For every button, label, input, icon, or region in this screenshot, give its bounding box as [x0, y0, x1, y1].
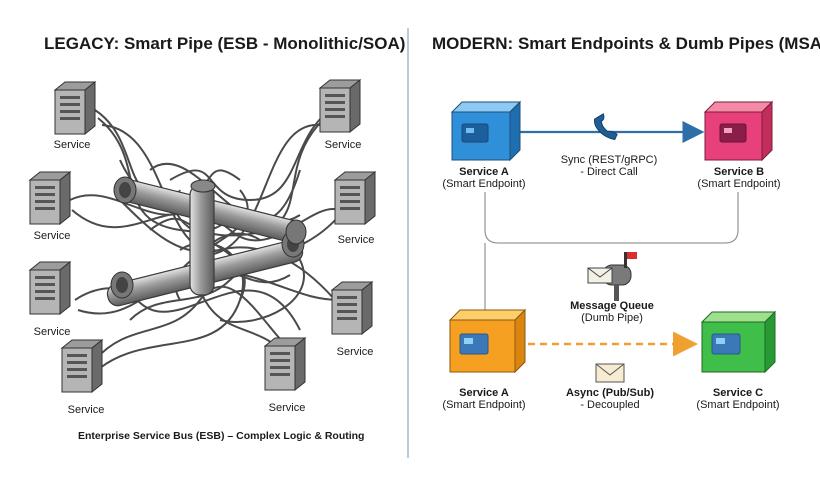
- legacy-service-label: Service: [53, 139, 91, 151]
- section-divider: [407, 28, 409, 458]
- queue-label-line2: (Dumb Pipe): [581, 312, 643, 324]
- legacy-service-label: Service: [268, 402, 306, 414]
- sync-label-line2: - Direct Call: [580, 166, 638, 178]
- server-icon: [61, 339, 103, 393]
- pipe-junction-icon: [106, 176, 307, 307]
- service-role: (Smart Endpoint): [442, 178, 526, 190]
- server-icon: [29, 171, 71, 225]
- server-icon: [334, 171, 376, 225]
- async-label-line2: - Decoupled: [580, 399, 640, 411]
- service-name: Service A: [459, 387, 509, 399]
- server-icon: [29, 261, 71, 315]
- service-name: Service A: [459, 166, 509, 178]
- mailbox-icon: [587, 252, 637, 301]
- async-label-line1: Async (Pub/Sub): [565, 387, 655, 399]
- legacy-service-label: Service: [337, 234, 375, 246]
- server-icon: [264, 337, 306, 391]
- service-name: Service B: [713, 166, 765, 178]
- server-icon: [319, 79, 361, 133]
- service-a-sync-label: Service A (Smart Endpoint): [442, 166, 525, 190]
- server-icon: [331, 281, 373, 335]
- sync-label: Sync (REST/gRPC) - Direct Call: [561, 154, 658, 178]
- service-b-box: [703, 100, 774, 162]
- service-role: (Smart Endpoint): [697, 178, 781, 190]
- service-role: (Smart Endpoint): [696, 399, 780, 411]
- async-label: Async (Pub/Sub) - Decoupled: [566, 387, 654, 411]
- queue-label: Message Queue (Dumb Pipe): [570, 300, 654, 324]
- legacy-footer-caption: Enterprise Service Bus (ESB) – Complex L…: [78, 430, 365, 442]
- legacy-service-label: Service: [336, 346, 374, 358]
- envelope-icon: [595, 363, 625, 383]
- service-role: (Smart Endpoint): [442, 399, 526, 411]
- legacy-title: LEGACY: Smart Pipe (ESB - Monolithic/SOA…: [44, 34, 406, 53]
- service-c-label: Service C (Smart Endpoint): [696, 387, 779, 411]
- legacy-service-label: Service: [33, 230, 71, 242]
- service-a-async-label: Service A (Smart Endpoint): [442, 387, 525, 411]
- queue-label-line1: Message Queue: [570, 300, 654, 312]
- legacy-service-label: Service: [324, 139, 362, 151]
- sync-label-line1: Sync (REST/gRPC): [560, 154, 658, 166]
- service-a-sync-box: [450, 100, 522, 162]
- phone-icon: [594, 113, 618, 141]
- service-name: Service C: [712, 387, 764, 399]
- legacy-service-label: Service: [33, 326, 71, 338]
- service-b-label: Service B (Smart Endpoint): [697, 166, 780, 190]
- service-a-async-box: [448, 308, 527, 374]
- shared-connector-line: [484, 192, 739, 244]
- modern-title: MODERN: Smart Endpoints & Dumb Pipes (MS…: [432, 34, 820, 53]
- service-c-box: [700, 310, 777, 374]
- legacy-service-label: Service: [67, 404, 105, 416]
- server-icon: [54, 81, 96, 135]
